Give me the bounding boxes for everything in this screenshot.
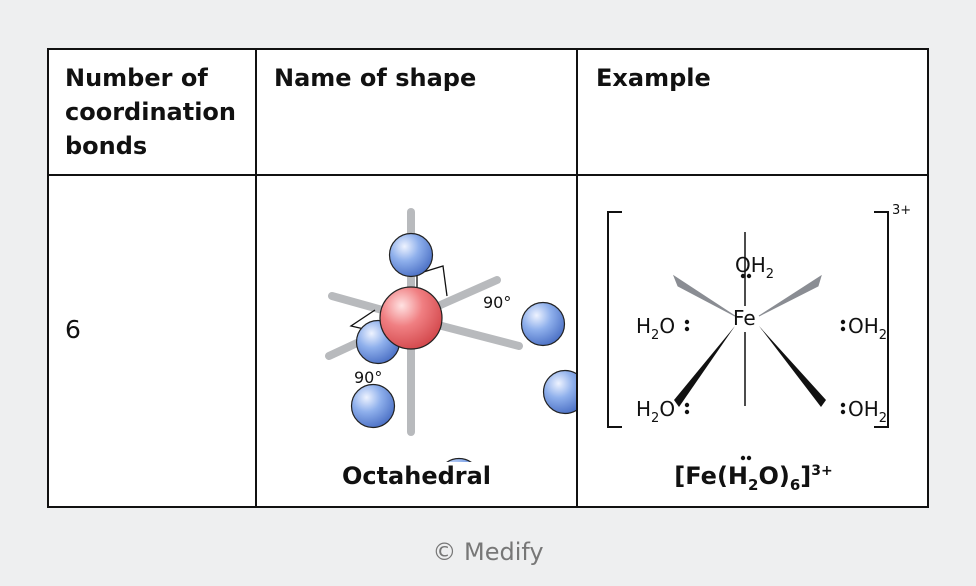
ligand-right-lower: OH2 xyxy=(840,397,887,426)
bond-dashed-left xyxy=(672,274,736,317)
header-shape: Name of shape xyxy=(274,64,477,92)
left-bracket xyxy=(607,211,622,428)
ligand-right-upper: OH2 xyxy=(840,314,887,343)
header-bonds-line3: bonds xyxy=(65,132,148,160)
angle-label-top: 90° xyxy=(483,293,511,312)
header-divider xyxy=(49,174,927,176)
ligand-atom-right-back xyxy=(520,301,566,347)
header-bonds: Number of coordination bonds xyxy=(65,61,236,163)
bond-dashed-right xyxy=(758,274,822,317)
bracket-charge: 3+ xyxy=(892,203,911,218)
svg-text:OH2: OH2 xyxy=(735,461,774,462)
ligand-left-upper: H2O xyxy=(636,314,690,343)
header-bonds-line1: Number of xyxy=(65,64,208,92)
column-divider-1 xyxy=(255,50,257,506)
bond-count: 6 xyxy=(65,315,81,344)
complex-formula: [Fe(H2O)6]3+ xyxy=(674,462,833,494)
central-atom-label: Fe xyxy=(733,306,756,330)
angle-label-left: 90° xyxy=(354,368,382,387)
right-bracket xyxy=(874,211,889,428)
ligand-atom-right-front xyxy=(542,369,576,415)
svg-text:OH2: OH2 xyxy=(735,253,774,282)
coordination-table: Number of coordination bonds Name of sha… xyxy=(47,48,929,508)
ligand-atoms xyxy=(355,232,566,365)
copyright-footer: © Medify xyxy=(432,538,544,566)
ligand-bottom: OH2 xyxy=(735,455,774,462)
central-atom xyxy=(379,286,443,350)
ligand-top: OH2 xyxy=(735,253,774,282)
svg-text:OH2: OH2 xyxy=(848,314,887,343)
header-bonds-line2: coordination xyxy=(65,98,236,126)
header-example: Example xyxy=(596,64,711,92)
svg-text:OH2: OH2 xyxy=(848,397,887,426)
shape-name: Octahedral xyxy=(341,462,492,490)
ligand-left-lower: H2O xyxy=(636,397,690,426)
bond-wedge-right xyxy=(759,326,826,407)
ligand-atom-left-front xyxy=(350,383,396,429)
octahedral-model: 90° 90° xyxy=(325,208,576,462)
ligand-atom-bottom xyxy=(446,457,472,462)
complex-structure: 3+ Fe OH2 OH2 H2O H2O xyxy=(607,203,911,462)
column-divider-2 xyxy=(576,50,578,506)
svg-text:H2O: H2O xyxy=(636,314,675,343)
bond-wedge-left xyxy=(674,326,735,407)
ligand-atom-top xyxy=(388,232,434,278)
svg-text:H2O: H2O xyxy=(636,397,675,426)
